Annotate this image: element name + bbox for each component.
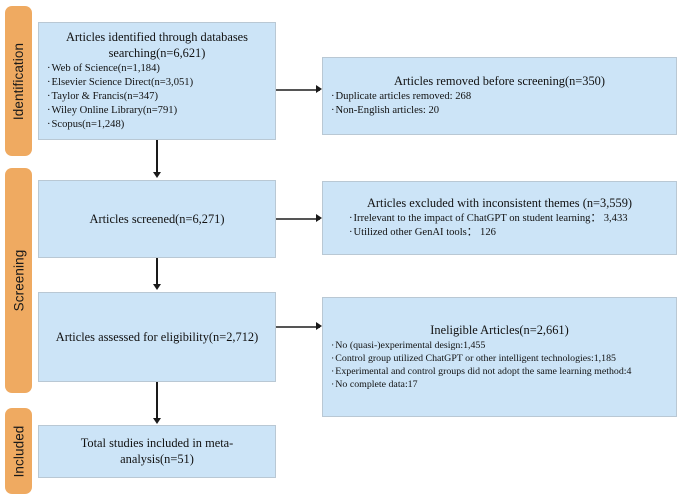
connector-identified-to-screened	[156, 140, 158, 174]
connector-assessed-to-included	[156, 382, 158, 420]
box-articles-screened-title: Articles screened(n=6,271)	[89, 211, 225, 226]
box-articles-identified-title-line1: Articles identified through databases	[65, 29, 249, 44]
box-articles-removed-list: Duplicate articles removed: 268 Non-Engl…	[331, 90, 668, 118]
connector-assessed-to-included-arrowhead	[153, 418, 161, 424]
box-ineligible-articles-list: No (quasi-)experimental design:1,455 Con…	[331, 339, 668, 391]
box-total-studies-included: Total studies included in meta- analysis…	[38, 425, 276, 478]
box-articles-removed-before-screening: Articles removed before screening(n=350)…	[322, 57, 677, 135]
connector-screened-to-excluded-arrowhead	[316, 214, 322, 222]
connector-assessed-to-ineligible	[276, 326, 320, 328]
connector-identified-to-screened-arrowhead	[153, 172, 161, 178]
list-item: Utilized other GenAI tools： 126	[349, 226, 668, 240]
connector-identified-to-removed	[276, 89, 320, 91]
stage-label-included: Included	[11, 425, 26, 477]
list-item: Control group utilized ChatGPT or other …	[331, 352, 668, 365]
connector-identified-to-removed-arrowhead	[316, 85, 322, 93]
box-ineligible-articles-title: Ineligible Articles(n=2,661)	[430, 322, 569, 337]
list-item: Experimental and control groups did not …	[331, 365, 668, 378]
list-item: Wiley Online Library(n=791)	[47, 104, 267, 118]
stage-label-identification: Identification	[11, 42, 27, 120]
box-articles-excluded-list: Irrelevant to the impact of ChatGPT on s…	[331, 212, 668, 240]
list-item: No (quasi-)experimental design:1,455	[331, 339, 668, 352]
box-articles-assessed-eligibility: Articles assessed for eligibility(n=2,71…	[38, 292, 276, 382]
box-articles-identified-title-line2: searching(n=6,621)	[108, 45, 206, 60]
box-articles-identified-source-list: Web of Science(n=1,184) Elsevier Science…	[47, 62, 267, 132]
list-item: Non-English articles: 20	[331, 104, 668, 118]
box-articles-removed-title: Articles removed before screening(n=350)	[393, 73, 605, 88]
connector-assessed-to-ineligible-arrowhead	[316, 322, 322, 330]
stage-pill-identification: Identification	[5, 6, 32, 156]
connector-screened-to-assessed-arrowhead	[153, 284, 161, 290]
box-articles-excluded-title: Articles excluded with inconsistent them…	[366, 195, 633, 210]
list-item: Taylor & Francis(n=347)	[47, 90, 267, 104]
box-articles-excluded-inconsistent: Articles excluded with inconsistent them…	[322, 181, 677, 255]
list-item: Web of Science(n=1,184)	[47, 62, 267, 76]
list-item: Scopus(n=1,248)	[47, 118, 267, 132]
list-item: Duplicate articles removed: 268	[331, 90, 668, 104]
list-item: Irrelevant to the impact of ChatGPT on s…	[349, 212, 668, 226]
stage-label-screening: Screening	[11, 249, 27, 312]
box-articles-assessed-title: Articles assessed for eligibility(n=2,71…	[55, 329, 259, 344]
stage-pill-included: Included	[5, 408, 32, 494]
list-item: No complete data:17	[331, 378, 668, 391]
box-ineligible-articles: Ineligible Articles(n=2,661) No (quasi-)…	[322, 297, 677, 417]
list-item: Elsevier Science Direct(n=3,051)	[47, 76, 267, 90]
stage-pill-screening: Screening	[5, 168, 32, 393]
box-total-studies-title-line1: Total studies included in meta-	[80, 436, 234, 451]
box-articles-screened: Articles screened(n=6,271)	[38, 180, 276, 258]
box-total-studies-title-line2: analysis(n=51)	[120, 452, 194, 466]
connector-screened-to-excluded	[276, 218, 320, 220]
connector-screened-to-assessed	[156, 258, 158, 286]
box-articles-identified: Articles identified through databases se…	[38, 22, 276, 140]
